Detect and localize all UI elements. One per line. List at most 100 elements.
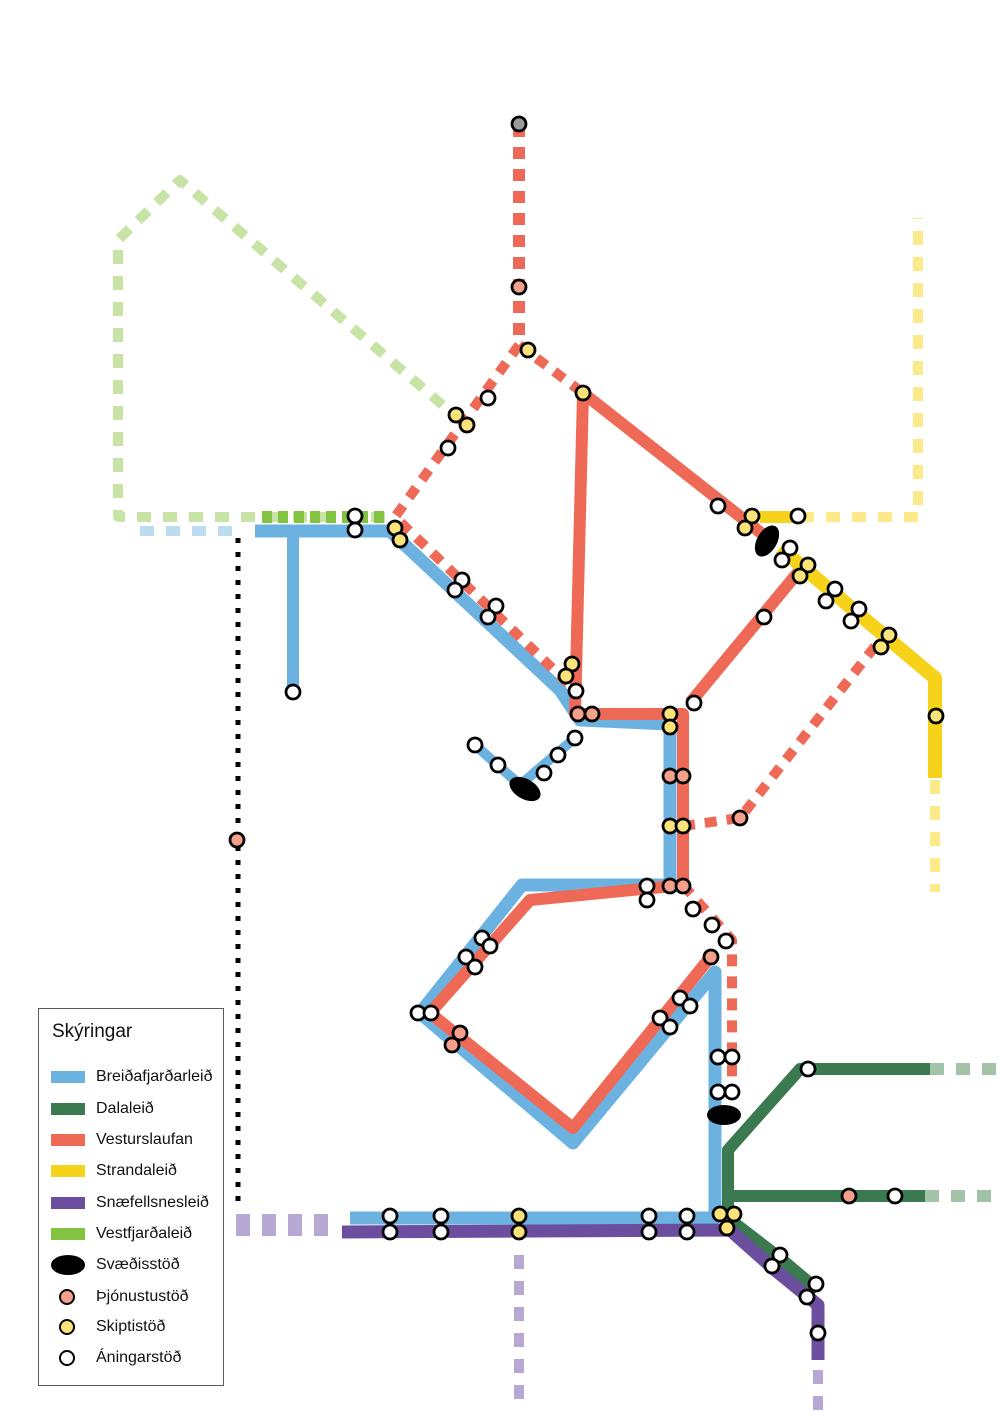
legend-item-strandaleid: Strandaleið <box>51 1159 177 1183</box>
station-51 <box>451 1024 469 1042</box>
legend-item-breidafjardarleid: Breiðafjarðarleið <box>51 1065 213 1089</box>
station-24 <box>661 718 679 736</box>
legend-label: Breiðafjarðarleið <box>96 1068 213 1085</box>
station-58 <box>723 1048 741 1066</box>
legend-label: Dalaleið <box>96 1100 154 1117</box>
station-95 <box>872 638 890 656</box>
station-34 <box>674 817 692 835</box>
station-97 <box>927 707 945 725</box>
stations <box>228 115 945 1342</box>
station-85 <box>736 519 754 537</box>
legend-item-rest-stop: Áningarstöð <box>51 1346 181 1370</box>
legend-item-dalaleid: Dalaleið <box>51 1097 154 1121</box>
station-71 <box>640 1223 658 1241</box>
station-59 <box>709 1083 727 1101</box>
legend-swatch-purple <box>51 1197 85 1209</box>
legend-label: Vestfjarðaleið <box>96 1225 193 1242</box>
legend-swatch-green <box>51 1103 85 1115</box>
legend-label: Þjónustustöð <box>96 1288 189 1305</box>
station-48 <box>466 958 484 976</box>
vesturslaufan-dashed-ne <box>516 341 586 397</box>
station-21 <box>569 705 587 723</box>
route-lines <box>113 125 998 1410</box>
station-1 <box>510 115 528 133</box>
transfer-stop-icon <box>59 1319 75 1335</box>
station-76 <box>718 1219 736 1237</box>
station-12 <box>391 531 409 549</box>
vesturslaufan-dashed-diagonal-1 <box>390 342 579 694</box>
snaefellsnesleid-main <box>341 1223 825 1360</box>
regional-station-south <box>707 1105 741 1125</box>
station-47 <box>457 948 475 966</box>
station-79 <box>807 1275 825 1293</box>
legend-item-service-stop: Þjónustustöð <box>51 1285 189 1309</box>
station-5 <box>479 389 497 407</box>
station-67 <box>432 1223 450 1241</box>
station-64 <box>381 1207 399 1225</box>
station-84 <box>743 507 761 525</box>
vestfjardaleid-faded-loop <box>113 175 464 522</box>
station-81 <box>809 1324 827 1342</box>
station-46 <box>481 937 499 955</box>
station-55 <box>651 1009 669 1027</box>
station-15 <box>487 597 505 615</box>
legend: Skýringar Breiðafjarðarleið Dalaleið Ves… <box>38 1008 224 1386</box>
station-2 <box>510 278 528 296</box>
station-63 <box>886 1187 904 1205</box>
station-90 <box>826 580 844 598</box>
station-80 <box>798 1288 816 1306</box>
station-69 <box>510 1223 528 1241</box>
vesturslaufan-east-branch <box>685 566 805 707</box>
station-75 <box>725 1205 743 1223</box>
station-20 <box>284 683 302 701</box>
station-44 <box>702 948 720 966</box>
station-6 <box>447 406 465 424</box>
station-83 <box>789 507 807 525</box>
station-78 <box>763 1257 781 1275</box>
regional-station-northeast <box>754 525 780 557</box>
station-87 <box>773 551 791 569</box>
station-70 <box>640 1207 658 1225</box>
station-40 <box>674 877 692 895</box>
legend-swatch-yellow <box>51 1165 85 1177</box>
legend-item-vesturslaufan: Vesturslaufan <box>51 1128 193 1152</box>
legend-item-transfer-stop: Skiptistöð <box>51 1315 165 1339</box>
legend-label: Skiptistöð <box>96 1318 166 1335</box>
station-66 <box>432 1207 450 1225</box>
station-4 <box>574 384 592 402</box>
service-stop-icon <box>59 1289 75 1305</box>
station-68 <box>510 1207 528 1225</box>
station-3 <box>519 341 537 359</box>
station-52 <box>443 1036 461 1054</box>
station-73 <box>678 1223 696 1241</box>
station-93 <box>842 612 860 630</box>
station-65 <box>381 1223 399 1241</box>
legend-item-regional-station: Svæðisstöð <box>51 1253 180 1277</box>
station-16 <box>479 608 497 626</box>
station-36 <box>228 831 246 849</box>
station-8 <box>439 439 457 457</box>
station-37 <box>638 877 656 895</box>
station-10 <box>346 521 364 539</box>
legend-label: Strandaleið <box>96 1162 177 1179</box>
station-57 <box>709 1048 727 1066</box>
station-54 <box>681 997 699 1015</box>
station-32 <box>674 767 692 785</box>
station-74 <box>711 1205 729 1223</box>
breidafjardarleid-main <box>255 524 722 1225</box>
strandaleid-faded-east <box>800 218 923 522</box>
station-30 <box>489 756 507 774</box>
legend-label: Áningarstöð <box>96 1349 182 1366</box>
legend-label: Svæðisstöð <box>96 1256 180 1273</box>
station-94 <box>880 626 898 644</box>
legend-item-snaefellsnesleid: Snæfellsnesleið <box>51 1191 209 1215</box>
station-86 <box>781 539 799 557</box>
station-61 <box>799 1060 817 1078</box>
station-42 <box>703 916 721 934</box>
station-26 <box>566 729 584 747</box>
station-19 <box>567 682 585 700</box>
legend-label: Snæfellsnesleið <box>96 1194 209 1211</box>
station-96 <box>755 608 773 626</box>
station-27 <box>549 746 567 764</box>
